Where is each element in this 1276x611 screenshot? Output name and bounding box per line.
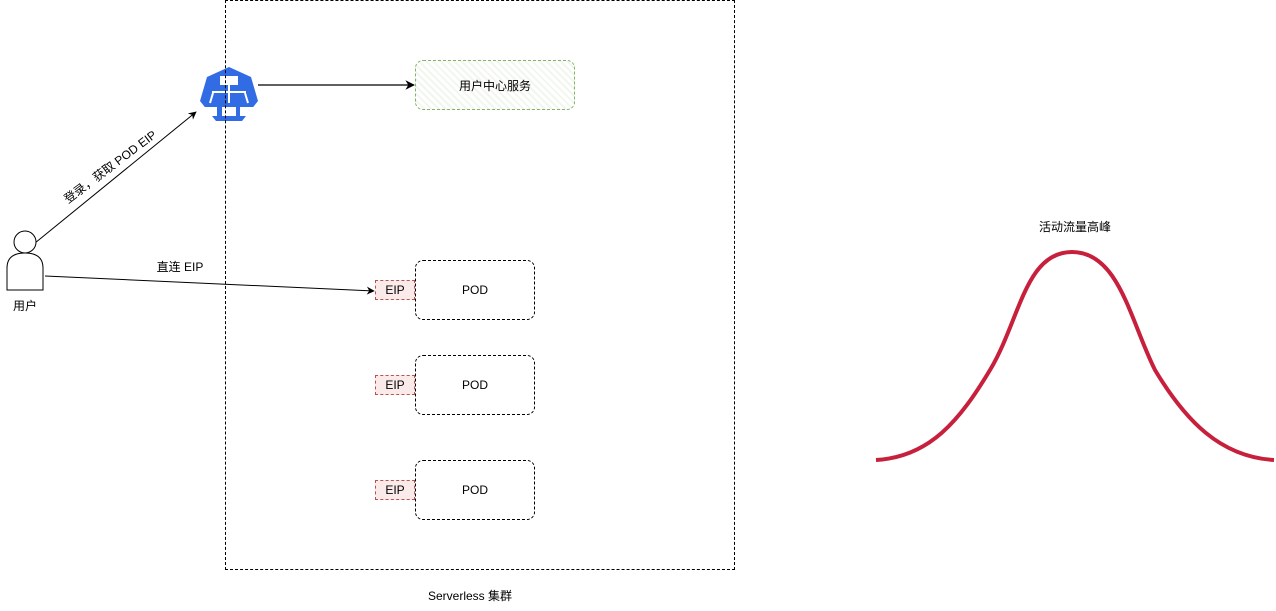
user-to-eip-edge bbox=[44, 275, 375, 295]
kubernetes-ingress-icon bbox=[200, 67, 258, 121]
eip-label: EIP bbox=[385, 483, 405, 497]
user-icon bbox=[6, 230, 44, 291]
cluster-label: Serverless 集群 bbox=[427, 589, 513, 603]
eip-box: EIP bbox=[375, 375, 415, 395]
eip-box: EIP bbox=[375, 480, 415, 500]
user-label: 用户 bbox=[12, 299, 37, 313]
pod-label: POD bbox=[461, 283, 488, 297]
service-label: 用户中心服务 bbox=[458, 78, 531, 93]
traffic-peak-label: 活动流量高峰 bbox=[1038, 220, 1111, 234]
pod-box: POD bbox=[415, 355, 535, 415]
traffic-peak-curve bbox=[875, 249, 1275, 462]
pod-box: POD bbox=[415, 460, 535, 520]
user-center-service: 用户中心服务 bbox=[415, 60, 575, 110]
eip-label: EIP bbox=[385, 283, 405, 297]
pod-label: POD bbox=[461, 483, 488, 497]
pod-label: POD bbox=[461, 378, 488, 392]
direct-eip-edge-label: 直连 EIP bbox=[156, 260, 204, 274]
pod-box: POD bbox=[415, 260, 535, 320]
eip-label: EIP bbox=[385, 378, 405, 392]
user-to-gateway-edge bbox=[34, 111, 197, 244]
eip-box: EIP bbox=[375, 280, 415, 300]
serverless-cluster-boundary bbox=[225, 0, 735, 570]
